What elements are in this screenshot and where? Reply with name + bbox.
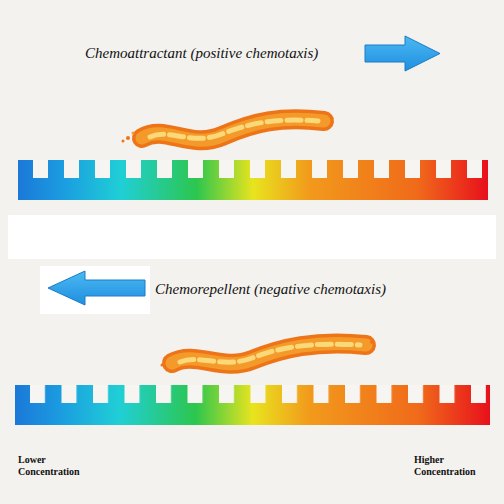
block-arrow-left: [40, 266, 150, 314]
bacterium: [122, 117, 334, 143]
bacterium: [161, 340, 375, 367]
axis-end-label: Higher Concentration: [414, 454, 490, 478]
arrow-caption: Chemoattractant (positive chemotaxis): [85, 44, 355, 62]
arrow-caption: Chemorepellent (negative chemotaxis): [155, 280, 455, 298]
concentration-gradient-bar: [15, 385, 490, 425]
block-arrow-right: [365, 36, 440, 71]
white-band: [8, 215, 496, 259]
axis-end-label: Lower Concentration: [18, 454, 90, 478]
concentration-gradient-bar: [18, 160, 488, 200]
